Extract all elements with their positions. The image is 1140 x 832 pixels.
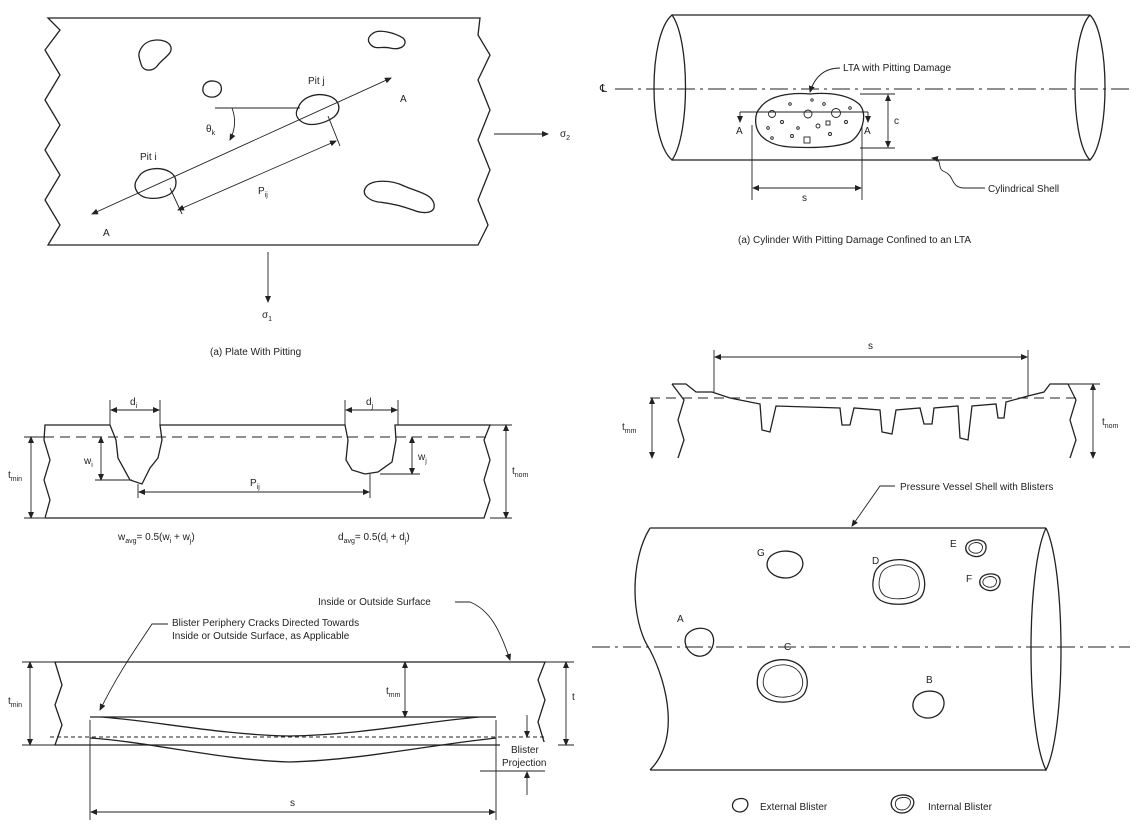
tnom-label: tnom [1102, 417, 1119, 430]
pit-blob [202, 80, 223, 98]
blister-label-b: B [926, 675, 933, 686]
internal-blister-c [756, 659, 808, 703]
internal-blister-f [979, 573, 1001, 592]
d-j-label: dj [366, 397, 374, 410]
panel-lta-profile: s tmm tnom [622, 341, 1119, 459]
title-leader [851, 485, 895, 527]
s-label: s [802, 193, 807, 204]
projection-label-2: Projection [502, 758, 546, 769]
angle-label: θk [206, 124, 216, 137]
blister-label-c: C [784, 642, 791, 653]
panel-b-caption: (a) Cylinder With Pitting Damage Confine… [738, 235, 971, 246]
w-avg-formula: wavg= 0.5(wi + wj) [117, 532, 195, 545]
projection-label-1: Blister [511, 745, 539, 756]
panel-vessel-blisters: Pressure Vessel Shell with Blisters A B … [592, 482, 1130, 814]
axis-label-top: A [400, 94, 407, 105]
pit-i-label: Pit i [140, 152, 157, 163]
tmin-label: tmin [8, 696, 22, 709]
shell-label: Cylindrical Shell [988, 184, 1059, 195]
lta-pits [766, 98, 852, 144]
tmm-label: tmm [386, 686, 401, 699]
pit-j [295, 93, 340, 126]
pit-blob [138, 39, 172, 71]
lta-leader [808, 67, 841, 93]
s-label: s [290, 798, 295, 809]
internal-blister-d [872, 559, 926, 605]
plate-section [54, 661, 546, 746]
legend-internal-icon [890, 794, 915, 814]
panel-a-caption: (a) Plate With Pitting [210, 347, 301, 358]
blister-label-a: A [677, 614, 684, 625]
blister-label-g: G [757, 548, 765, 559]
vessel-title: Pressure Vessel Shell with Blisters [900, 482, 1053, 493]
pitch-label: Pij [250, 478, 260, 491]
axis-line [91, 77, 392, 215]
lta-label: LTA with Pitting Damage [843, 63, 951, 74]
d-i-label: di [130, 397, 138, 410]
blister-label-f: F [966, 574, 972, 585]
sigma2-label: σ2 [560, 129, 570, 142]
c-label: c [894, 116, 899, 127]
external-blister-b [912, 690, 945, 719]
axis-label-bottom: A [103, 228, 110, 239]
w-j-label: wj [417, 452, 427, 465]
cylinder-outline [653, 14, 1106, 161]
pitch-label: Pij [258, 186, 268, 199]
projection-label-bg [500, 742, 558, 768]
panel-plate-with-pitting: A A θk Pij Pit i Pit j σ2 σ1 (a) Plate W… [44, 17, 570, 358]
surface-leader [455, 601, 511, 661]
blister-upper [90, 716, 496, 737]
panel-cylinder-lta: ℄ A A c [599, 14, 1130, 246]
tnom-label: tnom [512, 466, 529, 479]
d-avg-formula: davg= 0.5(di + dj) [338, 532, 410, 545]
pit-blob [363, 180, 435, 214]
plate-section [43, 424, 491, 519]
internal-blister-e [965, 539, 987, 558]
pitch-dimension [177, 140, 337, 211]
cracks-label-2: Inside or Outside Surface, as Applicable [172, 631, 350, 642]
centerline-symbol: ℄ [599, 83, 607, 95]
shell-leader [931, 155, 985, 189]
panel-pit-section: di dj wi wj Pij tmin tnom wavg= 0.5(wi +… [8, 397, 529, 545]
pitch-extension [169, 187, 183, 215]
blister-label-e: E [950, 539, 957, 550]
external-blister-g [766, 550, 804, 579]
blister-label-d: D [872, 556, 879, 567]
tmm-label: tmm [622, 422, 637, 435]
plate-outline [44, 17, 491, 246]
angle-arc [229, 107, 236, 141]
w-i-label: wi [83, 456, 93, 469]
pitch-extension [327, 115, 341, 147]
lta-region [754, 92, 865, 149]
pit-j-label: Pit j [308, 76, 325, 87]
section-label-right: A [864, 126, 871, 137]
section-label-left: A [736, 126, 743, 137]
blister-lower [89, 737, 497, 763]
t-label: t [572, 692, 575, 703]
tmin-label: tmin [8, 470, 22, 483]
lta-profile-section [671, 383, 1077, 459]
cracks-leader [99, 623, 168, 711]
sigma1-label: σ1 [262, 310, 272, 323]
legend-internal-label: Internal Blister [928, 802, 993, 813]
cracks-label-1: Blister Periphery Cracks Directed Toward… [172, 618, 359, 629]
surface-label: Inside or Outside Surface [318, 597, 431, 608]
legend-external-label: External Blister [760, 802, 828, 813]
s-label: s [868, 341, 873, 352]
pit-i [134, 167, 177, 200]
panel-blister-section: tmin tmm t Blister Projection s Inside o… [8, 597, 575, 820]
legend-external-icon [731, 797, 749, 813]
external-blister-a [684, 627, 715, 657]
pit-blob [367, 30, 406, 50]
vessel-outline [634, 527, 1062, 772]
